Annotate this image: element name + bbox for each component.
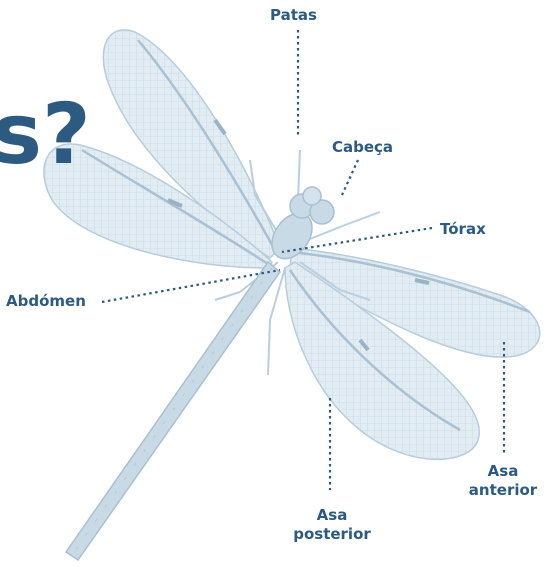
label-asa-anterior: Asa anterior [460, 462, 546, 500]
label-patas: Patas [270, 6, 317, 25]
label-cabeca: Cabeça [332, 138, 393, 157]
leader-cabeca [342, 160, 358, 195]
label-asa-posterior-line1: Asa [280, 506, 384, 525]
label-abdomen: Abdómen [6, 292, 86, 311]
abdomen-shape [66, 262, 280, 560]
label-asa-posterior: Asa posterior [280, 506, 384, 544]
label-asa-posterior-line2: posterior [280, 525, 384, 544]
label-asa-anterior-line1: Asa [460, 462, 546, 481]
label-torax: Tórax [440, 220, 486, 239]
heading-fragment: s? [0, 92, 91, 176]
label-asa-anterior-line2: anterior [460, 481, 546, 500]
